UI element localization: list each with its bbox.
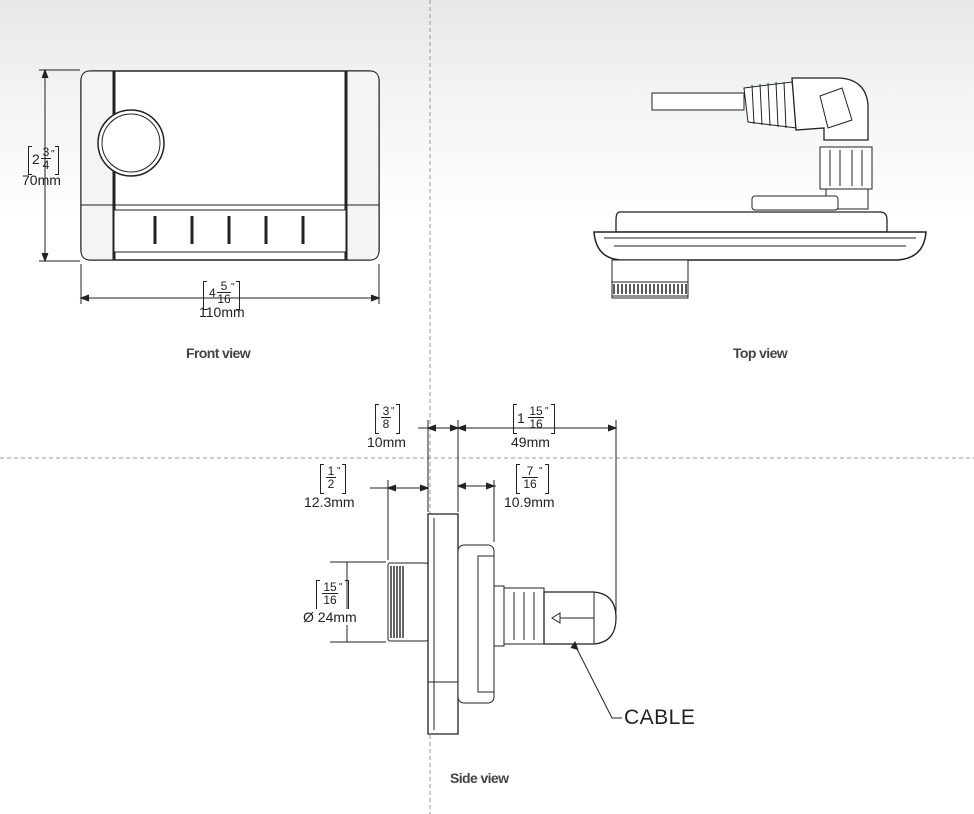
- front-view-label: Front view: [186, 345, 251, 361]
- side-view-label: Side view: [450, 770, 509, 786]
- cable-callout: CABLE: [624, 706, 696, 729]
- top-view-label: Top view: [733, 345, 788, 361]
- top-view-drawing: [593, 77, 927, 299]
- front-view-drawing: [39, 68, 381, 304]
- side-view-drawing: [330, 420, 622, 735]
